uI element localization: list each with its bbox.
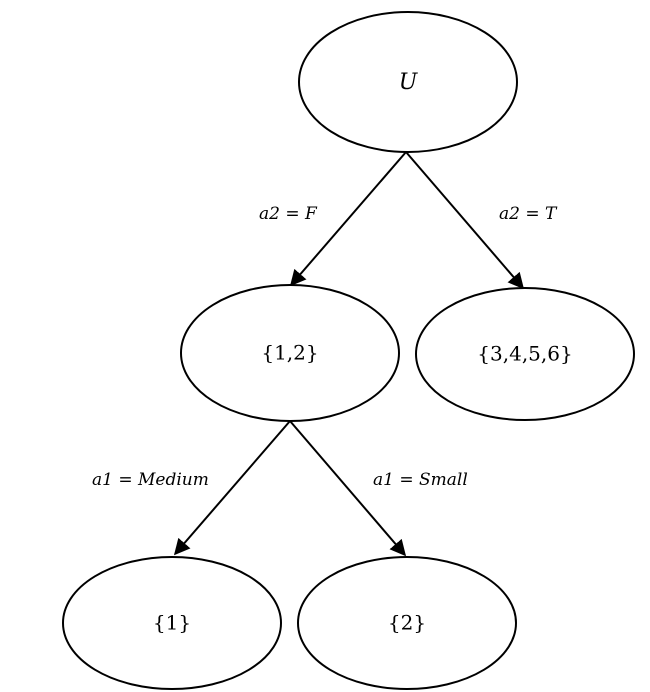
node-right: {3,4,5,6} <box>415 287 635 421</box>
edge-label-a2-f: a2 = F <box>259 204 318 224</box>
edge-left-ll <box>173 420 291 556</box>
node-right-label: {3,4,5,6} <box>477 342 572 366</box>
edge-root-left <box>289 151 407 287</box>
node-lr-label: {2} <box>388 611 426 635</box>
edge-label-a2-t: a2 = T <box>499 204 558 224</box>
node-left: {1,2} <box>180 284 400 422</box>
node-left-label: {1,2} <box>261 341 318 365</box>
node-ll: {1} <box>62 556 282 690</box>
edge-root-right <box>405 151 525 290</box>
node-root-label: U <box>399 70 419 95</box>
edge-left-lr <box>289 420 407 557</box>
node-lr: {2} <box>297 556 517 690</box>
node-root: U <box>298 11 518 153</box>
node-ll-label: {1} <box>153 611 191 635</box>
edge-label-a1-small: a1 = Small <box>373 470 468 490</box>
edge-label-a1-medium: a1 = Medium <box>92 470 209 490</box>
